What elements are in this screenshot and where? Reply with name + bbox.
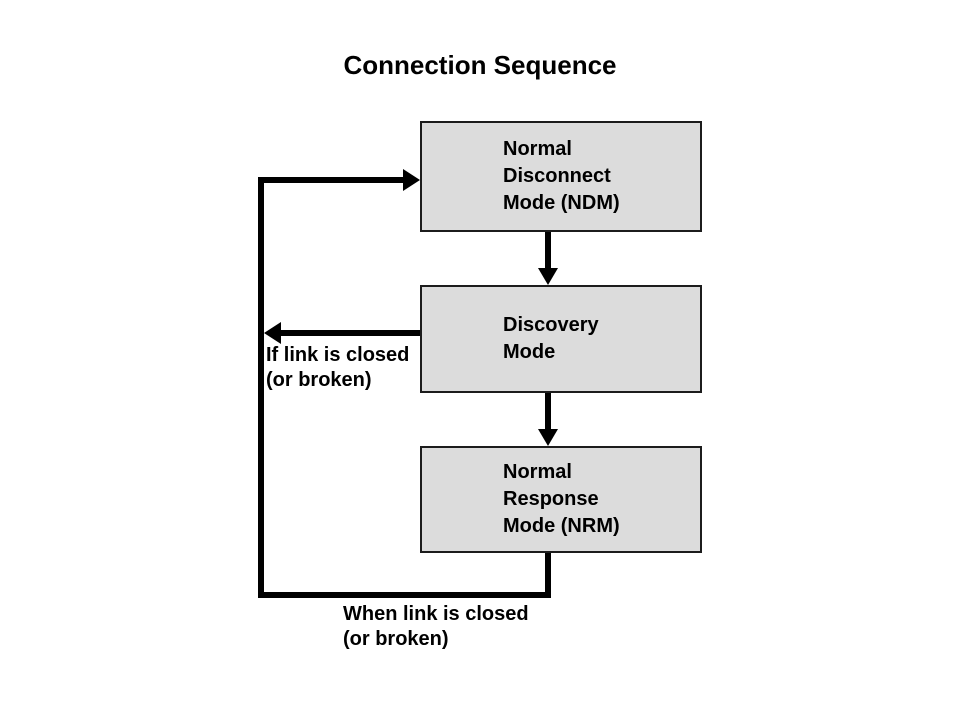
- node-normal-disconnect-mode: Normal Disconnect Mode (NDM): [420, 121, 702, 232]
- label-line: (or broken): [266, 369, 372, 391]
- node-label: Normal Response Mode (NRM): [422, 448, 700, 551]
- label-line: When link is closed: [343, 603, 529, 625]
- node-label-line: Discovery: [503, 314, 599, 336]
- node-label-line: Mode (NRM): [503, 515, 620, 537]
- node-label: Normal Disconnect Mode (NDM): [422, 123, 700, 230]
- connector-into-ndm: [258, 177, 403, 183]
- connector-ndm-to-discovery: [545, 232, 551, 270]
- label-when-link-closed: When link is closed (or broken): [343, 602, 529, 652]
- connector-discovery-to-nrm: [545, 393, 551, 429]
- connector-bottom-return: [258, 592, 551, 598]
- node-normal-response-mode: Normal Response Mode (NRM): [420, 446, 702, 553]
- node-label-line: Mode: [503, 341, 556, 363]
- node-label: Discovery Mode: [422, 287, 700, 391]
- node-label-line: Mode (NDM): [503, 192, 620, 214]
- node-label-line: Normal: [503, 461, 572, 483]
- arrowhead-down-icon: [538, 268, 558, 285]
- diagram-title: Connection Sequence: [343, 50, 617, 80]
- connector-left-return: [258, 177, 264, 598]
- node-label-line: Response: [503, 488, 599, 510]
- connector-discovery-left: [281, 330, 420, 336]
- label-line: (or broken): [343, 628, 449, 650]
- arrowhead-down-icon: [538, 429, 558, 446]
- arrowhead-right-icon: [403, 169, 420, 191]
- node-label-line: Disconnect: [503, 165, 611, 187]
- arrowhead-left-icon: [264, 322, 281, 344]
- label-line: If link is closed: [266, 344, 410, 366]
- connector-nrm-down: [545, 553, 551, 598]
- node-label-line: Normal: [503, 138, 572, 160]
- label-if-link-closed: If link is closed (or broken): [266, 343, 409, 393]
- node-discovery-mode: Discovery Mode: [420, 285, 702, 393]
